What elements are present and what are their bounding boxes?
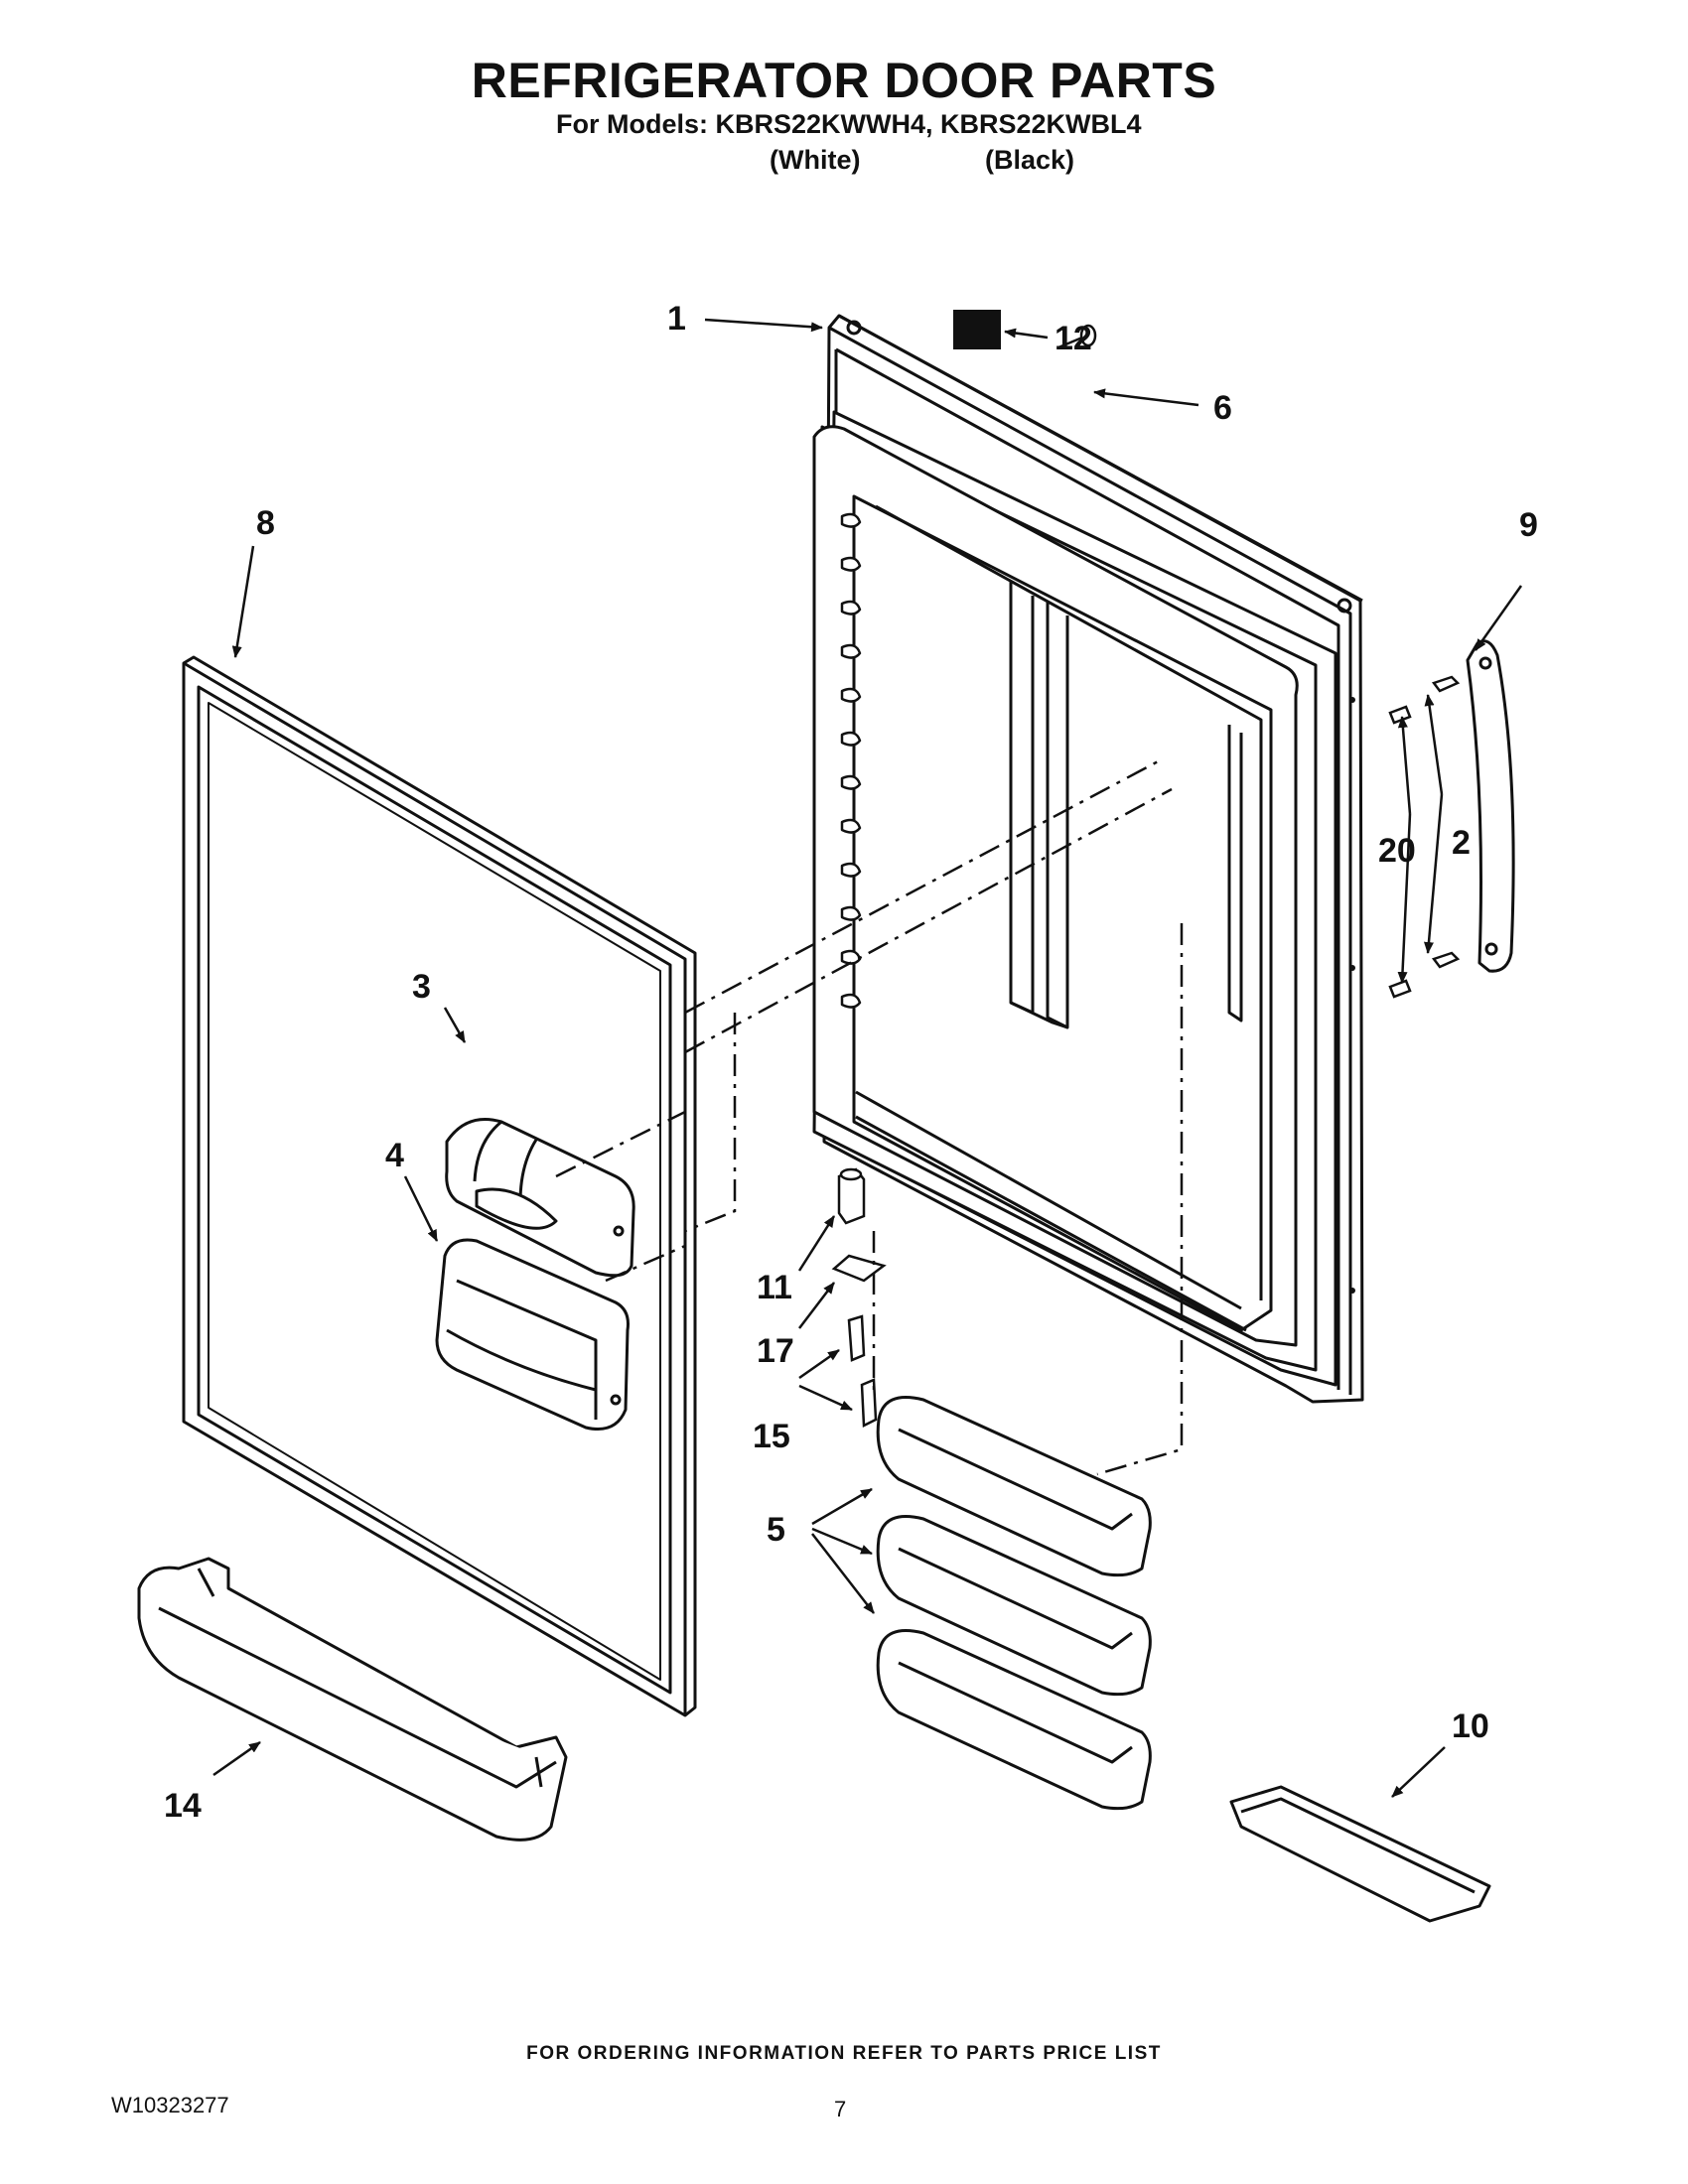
callout-3: 3 [412,968,431,1006]
outer-door-panel-part [182,655,697,1717]
page-title: REFRIGERATOR DOOR PARTS [471,53,1217,108]
callout-9: 9 [1519,506,1538,544]
callout-6: 6 [1213,389,1232,427]
handle-screws-part [1388,675,1461,999]
callout-arrows [212,318,1523,1798]
door-handle-part [1466,639,1515,973]
hinge-plate-part [831,1254,887,1283]
callout-11: 11 [757,1269,792,1306]
variant-black: (Black) [985,145,1075,175]
screws-part-15 [847,1314,878,1428]
shelf-lid-part [1229,1785,1491,1923]
document-number: W10323277 [111,2093,229,2117]
page-number: 7 [834,2097,847,2121]
bottom-door-bin-part [137,1557,568,1842]
callout-14: 14 [164,1787,202,1825]
callout-20: 20 [1378,832,1416,870]
screw-part-6 [1057,324,1097,349]
variant-white: (White) [770,145,861,175]
label-part [953,310,1001,349]
callout-4: 4 [385,1137,404,1174]
callout-10: 10 [1452,1707,1489,1745]
callout-17: 17 [757,1332,794,1370]
callout-2: 2 [1452,824,1471,862]
ordering-note: FOR ORDERING INFORMATION REFER TO PARTS … [526,2043,1162,2064]
callout-5: 5 [767,1511,785,1549]
callout-1: 1 [667,300,686,338]
dispenser-upper-part [445,1118,635,1278]
dispenser-tray-part [435,1238,630,1431]
callout-12: 12 [1055,320,1092,357]
hinge-bushing-part [837,1167,866,1225]
callout-15: 15 [753,1418,790,1455]
callout-8: 8 [256,504,275,542]
door-bins-part [876,1396,1152,1811]
assembly-lines [555,757,1184,1476]
door-frame-part [812,314,1364,1404]
models-line: For Models: KBRS22KWWH4, KBRS22KWBL4 [556,109,1142,139]
